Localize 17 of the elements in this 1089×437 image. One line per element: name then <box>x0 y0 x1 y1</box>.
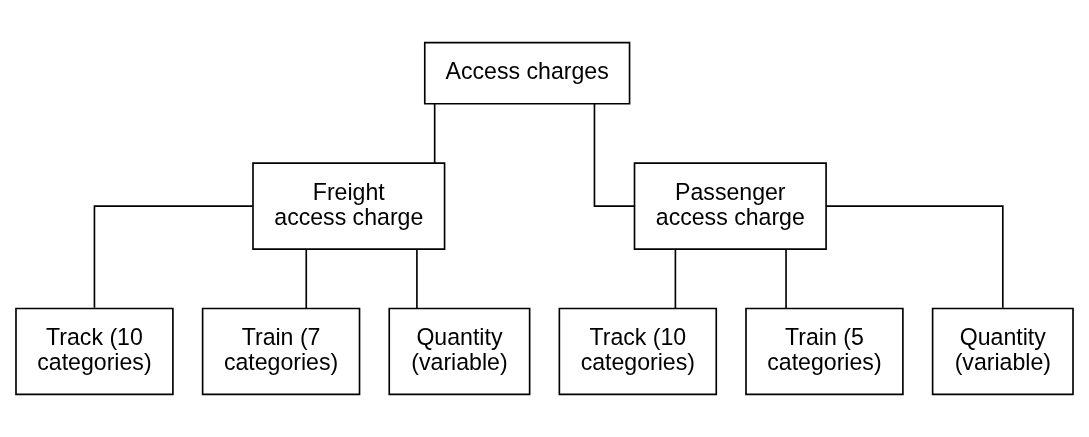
node-box: Track (10 categories) <box>15 307 174 396</box>
connector <box>785 248 787 310</box>
connector <box>305 248 308 310</box>
connector <box>416 248 418 310</box>
node-box: Freight access charge <box>252 162 446 250</box>
node-box: Quantity (variable) <box>931 307 1074 396</box>
connector <box>593 103 636 207</box>
connector <box>674 248 677 310</box>
node-box: Train (7 categories) <box>201 307 361 396</box>
node-box: Passenger access charge <box>633 162 827 250</box>
node-box: Track (10 categories) <box>558 307 718 396</box>
connector <box>93 205 254 309</box>
node-box: Access charges <box>423 41 631 105</box>
connector <box>433 103 436 164</box>
node-box: Train (5 categories) <box>745 307 904 396</box>
connector <box>825 205 1004 309</box>
node-box: Quantity (variable) <box>388 307 531 396</box>
